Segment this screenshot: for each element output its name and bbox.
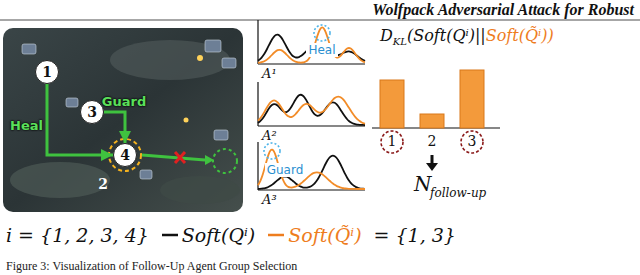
equation-text: = {1, 3} bbox=[374, 224, 456, 246]
guard-highlight bbox=[264, 143, 280, 159]
agent-index: 3 bbox=[468, 133, 477, 149]
x-axis bbox=[258, 63, 365, 64]
agent-number: 3 bbox=[87, 104, 97, 120]
agent-number: 2 bbox=[98, 176, 108, 192]
attack-path bbox=[142, 155, 205, 160]
bar bbox=[380, 80, 404, 128]
q-curve bbox=[258, 95, 365, 125]
action-space-label: A¹ bbox=[262, 66, 277, 81]
agent-number: 1 bbox=[42, 64, 52, 80]
order-label: Guard bbox=[102, 94, 146, 109]
arrow-head bbox=[426, 163, 438, 171]
action-space-label: A³ bbox=[262, 192, 277, 207]
heal-highlight bbox=[314, 25, 330, 41]
order-label: Heal bbox=[10, 118, 43, 133]
equation-part: i = {1, 2, 3, 4} bbox=[6, 224, 149, 246]
unit bbox=[222, 58, 236, 68]
muzzle-flash bbox=[184, 118, 189, 123]
figure-caption: Figure 3: Visualization of Follow-Up Age… bbox=[6, 259, 297, 274]
terrain bbox=[110, 40, 230, 80]
game-screenshot bbox=[3, 28, 243, 212]
set-subscript: follow-up bbox=[430, 186, 486, 200]
agent-marker: 1 bbox=[35, 60, 59, 84]
y-axis bbox=[257, 20, 258, 64]
legend-text: Soft(Q̃ⁱ) bbox=[288, 224, 361, 246]
equation-text: i = {1, 2, 3, 4} bbox=[6, 224, 149, 246]
q-curve bbox=[258, 27, 365, 62]
formula-part: Soft(Q̃ⁱ)) bbox=[486, 26, 554, 45]
line-sample bbox=[162, 234, 178, 237]
action-label: Guard bbox=[265, 163, 306, 177]
header-rule bbox=[0, 20, 640, 21]
agent-number: 4 bbox=[120, 147, 130, 163]
line-sample bbox=[268, 234, 284, 237]
unit bbox=[214, 130, 228, 140]
selection-equation: i = {1, 2, 3, 4} Soft(Qⁱ) Soft(Q̃ⁱ) = {1, 3… bbox=[6, 224, 468, 246]
selected-ring bbox=[381, 131, 403, 153]
q-value-plots bbox=[258, 20, 365, 190]
unit bbox=[140, 170, 152, 179]
terrain bbox=[10, 162, 110, 198]
action-label: Heal bbox=[306, 43, 337, 57]
unit bbox=[205, 40, 221, 52]
select-arrow bbox=[431, 155, 434, 164]
legend-text: Soft(Qⁱ) bbox=[182, 224, 255, 246]
blocked-mark bbox=[175, 152, 185, 163]
legend-item: Soft(Qⁱ) bbox=[161, 224, 255, 246]
x-axis bbox=[258, 125, 365, 126]
action-space-label: A² bbox=[262, 128, 277, 143]
bar bbox=[460, 70, 484, 128]
cross-stroke bbox=[175, 152, 185, 163]
legend-line-sample bbox=[267, 230, 285, 240]
q-curve bbox=[258, 97, 365, 124]
bar bbox=[420, 114, 444, 128]
agent-marker: 3 bbox=[80, 100, 104, 124]
target-ring bbox=[109, 139, 141, 171]
legend-item: Soft(Q̃ⁱ) bbox=[267, 224, 361, 246]
agent-index: 1 bbox=[388, 133, 397, 149]
formula-part: D bbox=[380, 26, 393, 45]
enemy-ring bbox=[213, 149, 237, 173]
cross-stroke bbox=[175, 152, 185, 163]
formula-part: KL bbox=[393, 36, 407, 47]
units bbox=[22, 40, 236, 179]
order-arrow bbox=[104, 112, 125, 143]
agent-marker: 4 bbox=[113, 143, 137, 167]
selected-ring bbox=[461, 131, 483, 153]
q-curve bbox=[258, 156, 365, 189]
unit bbox=[66, 98, 78, 107]
legend-line-sample bbox=[161, 230, 179, 240]
muzzle-flash bbox=[197, 55, 203, 61]
formula-part: (Soft(Qⁱ)|| bbox=[407, 26, 486, 45]
q-curve bbox=[258, 150, 365, 189]
kl-formula: DKL(Soft(Qⁱ)||Soft(Q̃ⁱ)) bbox=[380, 26, 554, 45]
running-header: Wolfpack Adversarial Attack for Robust bbox=[372, 1, 634, 19]
unit bbox=[22, 44, 36, 54]
agent-index: 2 bbox=[428, 133, 437, 149]
set-symbol: N bbox=[414, 172, 432, 196]
terrain bbox=[160, 176, 240, 204]
equation-part: = {1, 3} bbox=[374, 224, 456, 246]
